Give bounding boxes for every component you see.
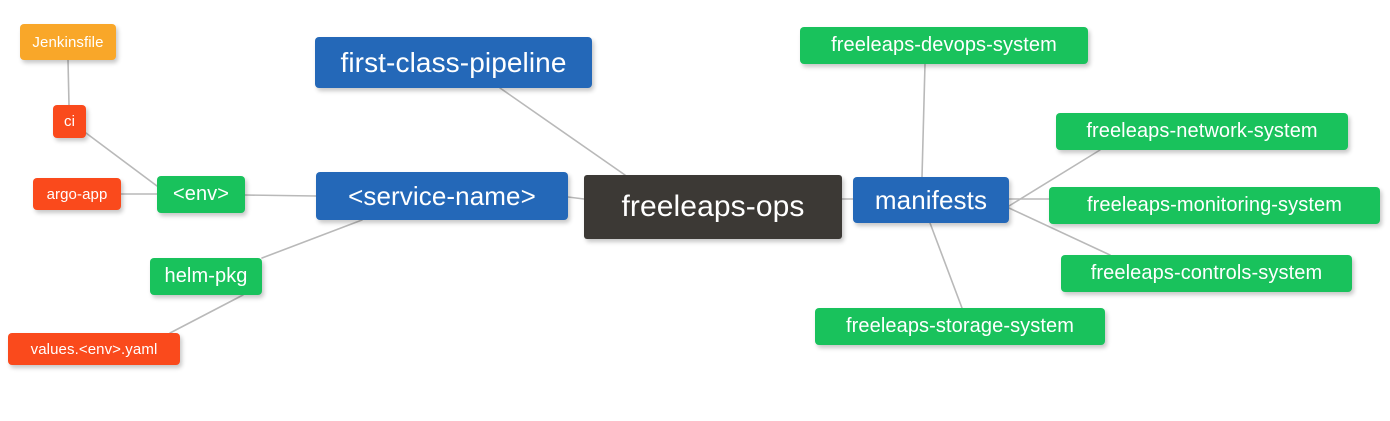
node-label: freeleaps-controls-system bbox=[1090, 262, 1323, 284]
node-env[interactable]: <env> bbox=[157, 176, 245, 213]
node-helm-pkg[interactable]: helm-pkg bbox=[150, 258, 262, 295]
edge-first-class-pipeline-to-freeleaps-ops bbox=[499, 87, 626, 176]
node-values-yaml[interactable]: values.<env>.yaml bbox=[8, 333, 180, 365]
node-first-class-pipeline[interactable]: first-class-pipeline bbox=[315, 37, 592, 88]
node-freeleaps-ops[interactable]: freeleaps-ops bbox=[584, 175, 842, 239]
node-label: freeleaps-storage-system bbox=[845, 315, 1075, 337]
node-label: freeleaps-devops-system bbox=[831, 34, 1057, 56]
node-label: <service-name> bbox=[348, 180, 536, 211]
edge-values-yaml-to-helm-pkg bbox=[169, 294, 244, 334]
node-label: ci bbox=[63, 113, 76, 130]
edge-env-to-service-name bbox=[244, 194, 317, 197]
edge-jenkinsfile-to-ci bbox=[67, 59, 70, 106]
node-label: freeleaps-ops bbox=[621, 190, 805, 223]
node-freeleaps-monitoring-system[interactable]: freeleaps-monitoring-system bbox=[1049, 187, 1380, 224]
node-label: helm-pkg bbox=[164, 265, 248, 287]
node-label: values.<env>.yaml bbox=[30, 340, 158, 358]
node-label: first-class-pipeline bbox=[340, 46, 567, 78]
edge-freeleaps-devops-system-to-manifests bbox=[921, 63, 926, 178]
node-freeleaps-storage-system[interactable]: freeleaps-storage-system bbox=[815, 308, 1105, 345]
node-label: freeleaps-monitoring-system bbox=[1086, 194, 1342, 216]
node-jenkinsfile[interactable]: Jenkinsfile bbox=[20, 24, 116, 60]
node-label: <env> bbox=[172, 183, 230, 205]
node-freeleaps-network-system[interactable]: freeleaps-network-system bbox=[1056, 113, 1348, 150]
node-label: Jenkinsfile bbox=[32, 33, 104, 51]
node-argo-app[interactable]: argo-app bbox=[33, 178, 121, 210]
node-label: argo-app bbox=[46, 185, 108, 203]
node-freeleaps-devops-system[interactable]: freeleaps-devops-system bbox=[800, 27, 1088, 64]
node-freeleaps-controls-system[interactable]: freeleaps-controls-system bbox=[1061, 255, 1352, 292]
node-service-name[interactable]: <service-name> bbox=[316, 172, 568, 220]
node-label: manifests bbox=[874, 184, 988, 215]
edge-service-name-to-freeleaps-ops bbox=[567, 196, 585, 200]
node-ci[interactable]: ci bbox=[53, 105, 86, 138]
edge-manifests-to-freeleaps-storage-system bbox=[929, 222, 963, 309]
node-label: freeleaps-network-system bbox=[1086, 120, 1318, 142]
edge-helm-pkg-to-service-name bbox=[261, 219, 363, 259]
node-manifests[interactable]: manifests bbox=[853, 177, 1009, 223]
